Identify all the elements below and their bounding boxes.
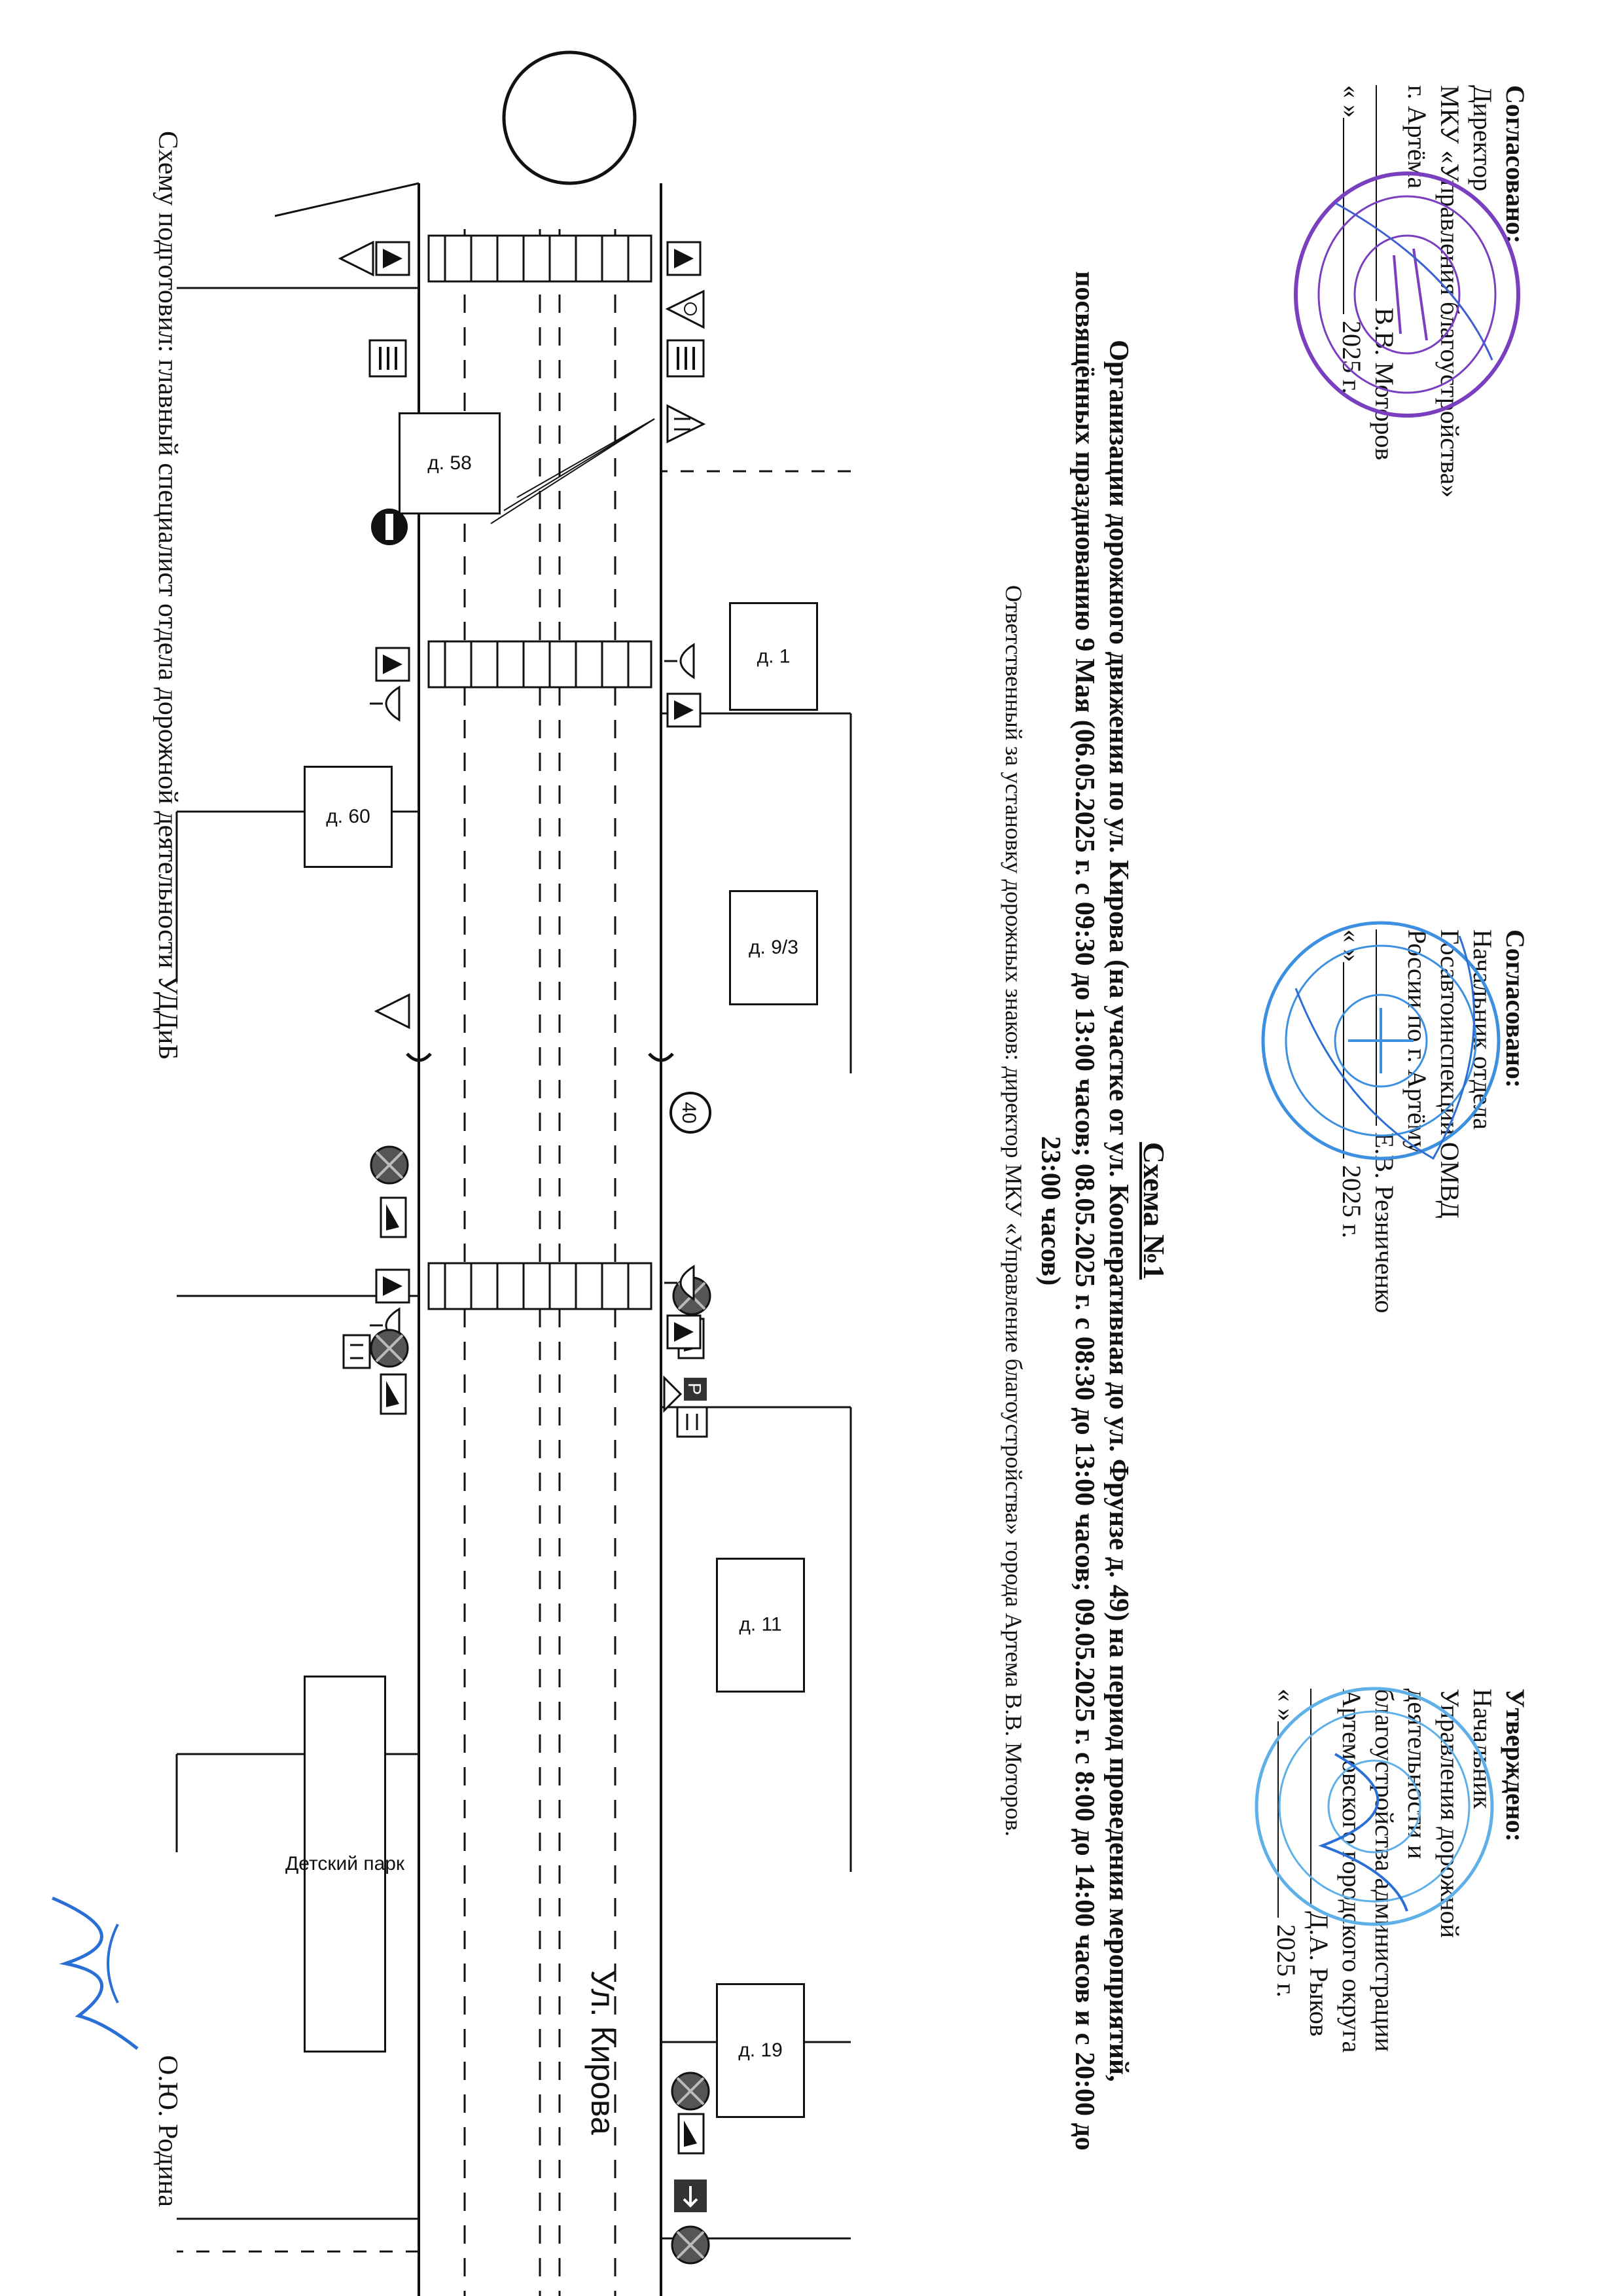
pedestrian-crossing-sign <box>666 241 702 276</box>
building-1: д. 1 <box>729 602 818 711</box>
pedestrian-crossings <box>427 234 652 1310</box>
pedestrian-crossing-sign <box>375 241 410 276</box>
pedestrian-crossing-sign <box>666 1314 702 1350</box>
no-entry-sign <box>371 509 408 545</box>
tow-truck-plate <box>380 1196 407 1238</box>
lane-direction-sign <box>368 339 407 378</box>
lamp-post-icon <box>370 685 401 722</box>
parking-sign: P <box>684 1378 707 1401</box>
no-stopping-sign <box>370 1329 409 1368</box>
seal-stamp-blue-admin <box>1255 1687 1494 1926</box>
signature <box>52 1896 139 2050</box>
crossing-stripes <box>444 236 630 1309</box>
speed-limit-sign: 40 <box>669 1092 711 1134</box>
building-58: д. 58 <box>399 412 501 514</box>
speed-limit-value: 40 <box>678 1102 700 1123</box>
give-way-sign <box>665 289 705 329</box>
building-11: д. 11 <box>716 1558 805 1693</box>
no-stopping-sign <box>671 2225 710 2265</box>
lane-markings <box>463 229 616 2296</box>
prepared-by: Схему подготовил: главный специалист отд… <box>152 131 183 1060</box>
building-9-3: д. 9/3 <box>729 890 818 1005</box>
building-19: д. 19 <box>716 1983 805 2118</box>
two-way-traffic-sign <box>338 240 374 277</box>
no-stopping-sign <box>370 1145 409 1185</box>
lamp-post-icon <box>664 1265 695 1301</box>
two-way-traffic-sign <box>342 1334 371 1369</box>
pedestrian-crossing-sign <box>666 692 702 728</box>
two-way-traffic-sign <box>666 404 706 444</box>
pedestrian-crossing-sign <box>375 1268 410 1304</box>
straight-only-sign <box>674 2179 707 2212</box>
seal-stamp-purple <box>1294 171 1520 418</box>
preparer-name: О.Ю. Родина <box>152 2055 183 2208</box>
utility-lines <box>490 418 655 524</box>
two-way-traffic-sign <box>374 993 410 1030</box>
side-streets <box>175 182 852 2253</box>
street-name: Ул. Кирова <box>584 1970 621 2135</box>
pedestrian-crossing-sign <box>375 647 410 682</box>
roundabout <box>502 50 637 185</box>
no-stopping-sign <box>671 2072 710 2111</box>
parking-label: P <box>685 1383 705 1395</box>
tow-truck-plate <box>677 2113 705 2155</box>
childrens-park: Детский парк <box>285 1676 404 2053</box>
tow-truck-plate <box>380 1373 407 1415</box>
building-60: д. 60 <box>304 766 393 868</box>
seal-stamp-blue-police <box>1261 921 1501 1160</box>
lamp-post-icon <box>664 643 695 679</box>
lane-direction-sign <box>676 1406 708 1438</box>
lane-direction-sign <box>666 339 705 378</box>
two-way-traffic-sign <box>663 1375 683 1413</box>
